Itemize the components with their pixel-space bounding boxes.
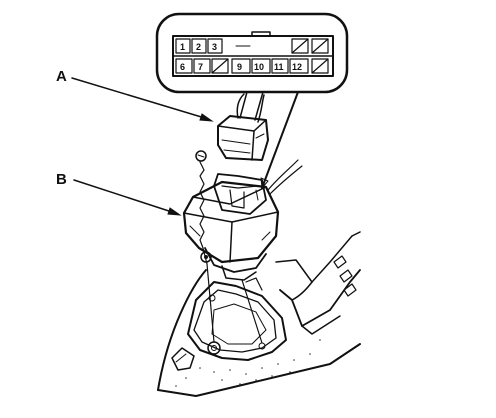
- connector-plug-a: [217, 93, 269, 161]
- pin-label: 11: [274, 62, 284, 72]
- pin-label: 3: [212, 42, 217, 52]
- callout-b: B: [56, 171, 182, 216]
- callout-a: A: [56, 68, 214, 122]
- mounting-bracket: [187, 263, 287, 361]
- callout-b-label: B: [56, 171, 67, 188]
- callout-a-label: A: [56, 68, 67, 85]
- pin-label: 12: [292, 62, 302, 72]
- connector-inset: 1 2 3 6 7 9 10 11 12: [155, 12, 349, 94]
- console-panel: [157, 231, 361, 397]
- pin-label: 7: [198, 62, 203, 72]
- pin-label: 6: [180, 62, 185, 72]
- module-b: [182, 159, 303, 281]
- pin-label: 10: [254, 62, 264, 72]
- pin-label: 9: [237, 62, 242, 72]
- surface-stipple: [175, 339, 321, 387]
- connector-bottom-row: 6 7 9 10 11 12: [175, 58, 329, 74]
- inset-leader-lines: [239, 91, 299, 189]
- pin-label: 1: [180, 42, 185, 52]
- connector-top-row: 1 2 3: [175, 38, 329, 54]
- pin-label: 2: [196, 42, 201, 52]
